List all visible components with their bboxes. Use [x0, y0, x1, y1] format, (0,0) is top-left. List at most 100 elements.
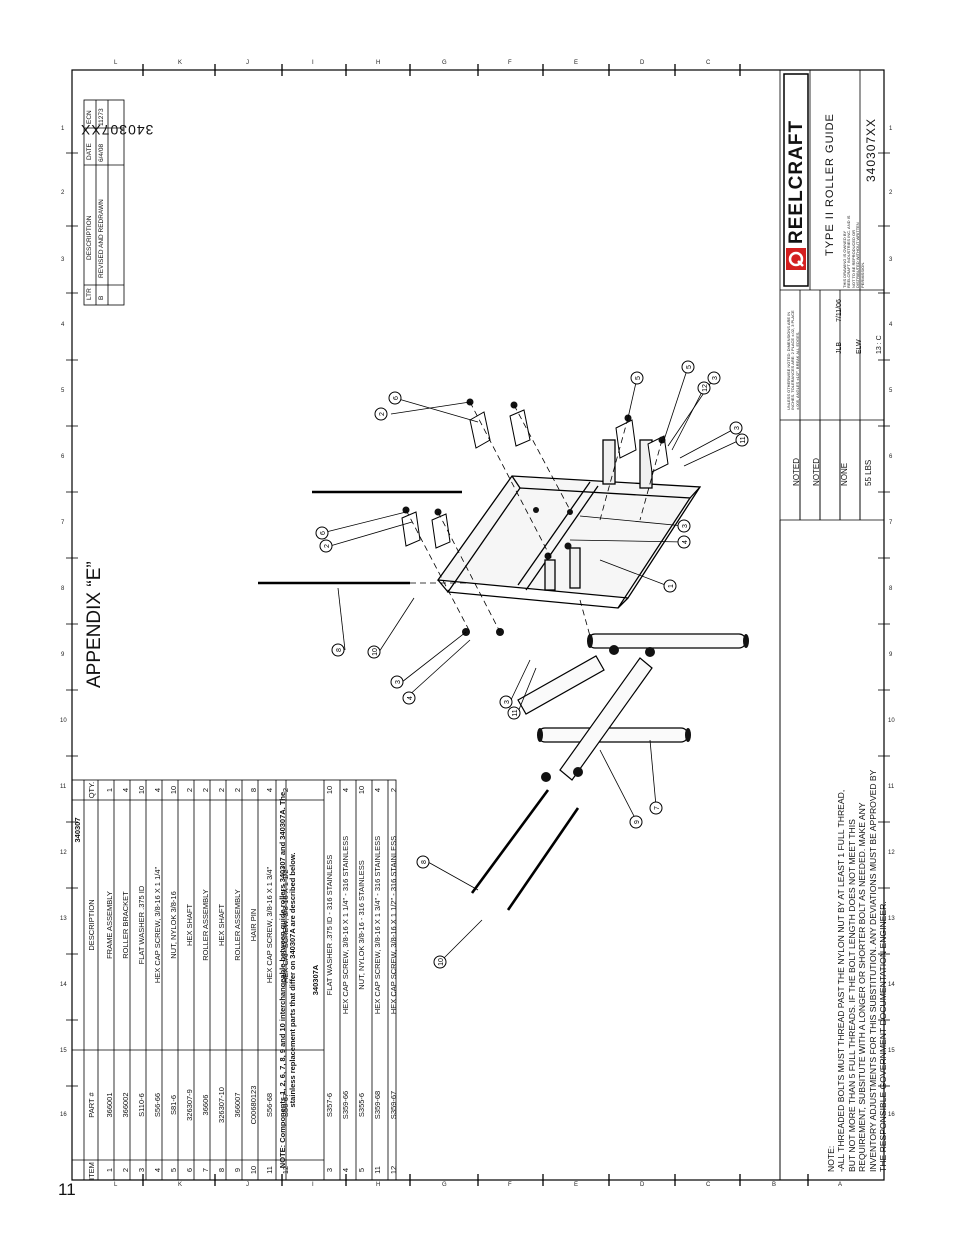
note-line: REQUIREMENT, SUBSITUTE WITH A LONGER OR …: [857, 802, 868, 1172]
rev-ecn: 11273: [98, 108, 105, 126]
rev-description: REVISED AND REDRAWN: [98, 199, 105, 278]
balloon-11: 11: [507, 706, 521, 720]
rev-header-ltr: LTR: [86, 288, 93, 300]
item-number: 7: [202, 1160, 210, 1180]
balloon-4: 4: [402, 691, 416, 705]
balloon-4b: 4: [677, 535, 691, 549]
ruler-letter: J: [246, 60, 249, 66]
ruler-letter: F: [508, 60, 512, 66]
col-part: PART #: [88, 1092, 96, 1118]
balloon-5b: 5: [681, 360, 695, 374]
svg-text:3: 3: [682, 524, 689, 528]
part-description: HAIR PIN: [250, 908, 258, 942]
rev-header-ecn: ECN: [86, 110, 93, 124]
appendix-title-text: APPENDIX “E”: [84, 561, 105, 688]
part-number: 326307-10: [218, 1087, 226, 1123]
part-number: 36606: [202, 1094, 210, 1116]
title-block-grid: [779, 69, 885, 1181]
part-number: 366002: [122, 1092, 130, 1118]
part-description: HEX CAP SCREW, 3/8-16 X 1 3/4" - 316 STA…: [374, 835, 382, 1015]
part-qty: 10: [138, 785, 146, 795]
drawn-date-value: 7/11/06: [836, 299, 843, 322]
part-description: HEX CAP SCREW, 3/8-16 X 1 3/4": [266, 866, 274, 984]
frame-assembly-drawing: [436, 439, 702, 609]
item-number: 3: [326, 1160, 334, 1180]
ruler-num: 13: [60, 916, 67, 922]
item-number: 1: [106, 1160, 114, 1180]
part-qty: 2: [234, 780, 242, 800]
part-number: S357-6: [326, 1092, 334, 1118]
part-qty: 4: [266, 780, 274, 800]
ruler-num: 2: [61, 190, 65, 196]
part-description: ROLLER ASSEMBLY: [234, 889, 242, 961]
parts-group-a: 340307: [74, 817, 82, 843]
part-description: ROLLER ASSEMBLY: [202, 889, 210, 961]
note-line: BUT NOT MORE THAN 5 FULL THREADS. IF THE…: [846, 819, 857, 1172]
approved-value: ELW: [856, 339, 863, 354]
svg-text:3: 3: [504, 700, 511, 704]
svg-text:11: 11: [512, 709, 519, 716]
ruler-num: 15: [888, 1048, 895, 1054]
part-description: HEX CAP SCREW, 3/8-16 X 1 1/4": [154, 866, 162, 984]
part-qty: 10: [170, 785, 178, 795]
ruler-num: 8: [889, 586, 893, 592]
note-line: -ALL THREADED BOLTS MUST THREAD PAST THE…: [836, 789, 847, 1172]
balloon-12: 12: [697, 381, 711, 395]
balloon-3b: 3: [499, 695, 513, 709]
item-number: 12: [390, 1165, 398, 1175]
balloon-1: 1: [663, 579, 677, 593]
svg-text:8: 8: [336, 648, 343, 652]
ruler-num: 3: [889, 257, 893, 263]
ruler-num: 3: [61, 257, 65, 263]
ruler-num: 4: [61, 322, 65, 328]
part-description: HEX CAP SCREW, 3/8-16 X 1 1/4" - 316 STA…: [342, 835, 350, 1015]
item-number: 9: [234, 1160, 242, 1180]
parts-group-b: 340307A: [312, 964, 320, 996]
svg-text:11: 11: [740, 436, 747, 443]
svg-text:2: 2: [379, 412, 386, 416]
rev-header-date: DATE: [86, 143, 93, 160]
balloon-10: 10: [367, 645, 381, 659]
svg-text:4: 4: [407, 696, 414, 700]
part-qty: 10: [358, 785, 366, 795]
weight-field: 55 LBS: [864, 460, 873, 486]
ruler-letter: B: [772, 1182, 777, 1188]
ruler-num: 14: [60, 982, 67, 988]
ruler-letter: A: [838, 1182, 843, 1188]
drawing-title: TYPE II ROLLER GUIDE: [824, 113, 836, 256]
part-description: HEX SHAFT: [218, 903, 226, 947]
item-number: 5: [358, 1160, 366, 1180]
material-value: NOTED: [792, 458, 801, 486]
part-number: S355-6: [358, 1092, 366, 1118]
ruler-num: 6: [61, 454, 65, 460]
appendix-title: APPENDIX “E”: [84, 561, 106, 688]
drawn-by-field: JLB: [836, 342, 843, 354]
ruler-letter: I: [312, 1182, 314, 1188]
svg-text:5: 5: [635, 376, 642, 380]
balloon-8b: 8: [416, 855, 430, 869]
ruler-num: 7: [889, 520, 893, 526]
col-description: DESCRIPTION: [88, 899, 96, 951]
ruler-letter: D: [640, 1182, 645, 1188]
item-number: 6: [186, 1160, 194, 1180]
item-number: 11: [374, 1166, 382, 1174]
balloon-3c: 3: [677, 519, 691, 533]
ruler-num: 4: [889, 322, 893, 328]
balloon-3: 3: [390, 675, 404, 689]
balloon-5: 5: [630, 371, 644, 385]
part-description: ROLLER BRACKET: [122, 891, 130, 959]
note-line: THE RESPONSIBLE GOVERNMENT DOCUMENTATION…: [878, 901, 889, 1172]
balloon-2: 2: [374, 407, 388, 421]
part-description: FLAT WASHER .375 ID: [138, 885, 146, 965]
part-qty: 10: [326, 785, 334, 795]
title-block-company: REELCRAFT: [786, 120, 808, 244]
heat-treat-field: NONE: [840, 463, 849, 486]
title-block-title: TYPE II ROLLER GUIDE: [824, 113, 836, 256]
part-qty: 4: [374, 780, 382, 800]
proprietary-note: THIS DRAWING IS OWNED BY REELCRAFT INDUS…: [842, 208, 865, 288]
ruler-letter: E: [574, 60, 579, 66]
part-number: 366007: [234, 1092, 242, 1118]
ruler-num: 11: [60, 784, 67, 790]
part-description: FRAME ASSEMBLY: [106, 891, 114, 959]
